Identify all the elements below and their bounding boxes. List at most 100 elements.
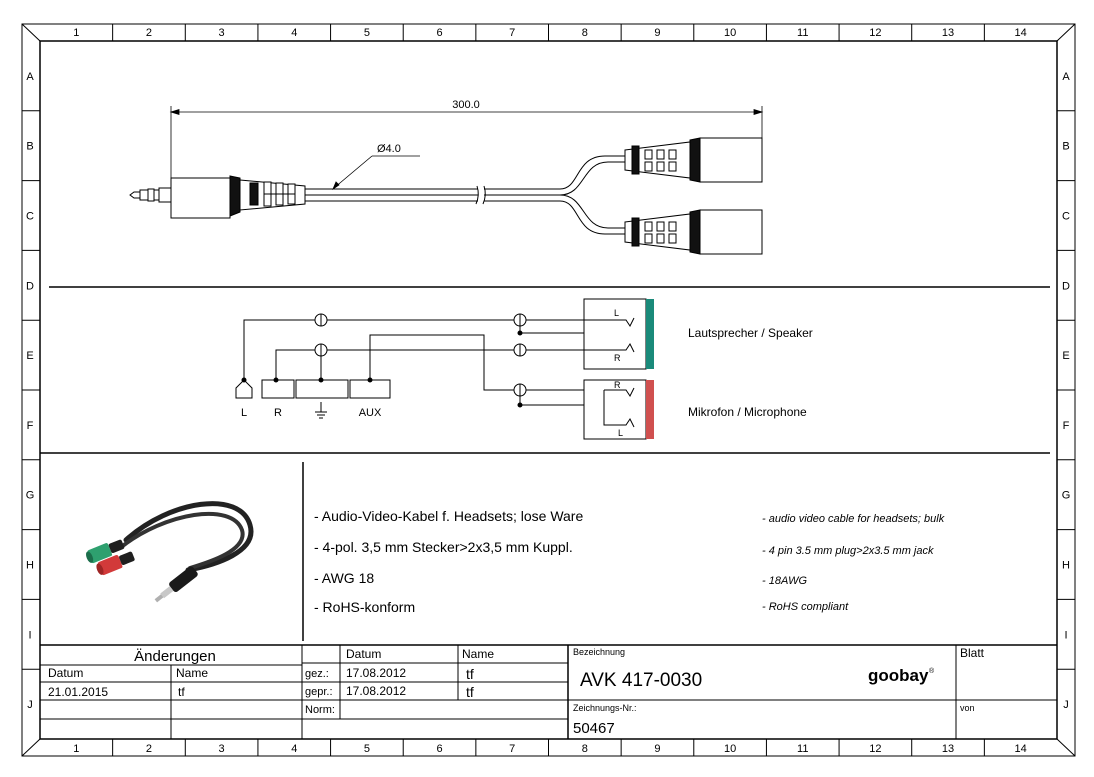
column-zone-label: 3 <box>219 743 225 755</box>
jack-socket-lower <box>624 209 763 255</box>
brand-logo: goobay <box>868 666 929 685</box>
pin-label-aux: AUX <box>359 407 382 419</box>
description-en-line: - 18AWG <box>762 575 807 587</box>
gepr-name: tf <box>466 684 474 700</box>
zeichnungsnr-label: Zeichnungs-Nr.: <box>573 703 637 713</box>
change-datum-header: Datum <box>48 666 83 680</box>
plug-sleeve-aux <box>349 379 391 399</box>
cable-drawing: 300.0 Ø4.0 <box>129 99 764 255</box>
title-block-text: Änderungen Datum Name 21.01.2015 tf Datu… <box>48 646 985 737</box>
description-en-line: - RoHS compliant <box>762 601 849 613</box>
description-de-line: - RoHS-konform <box>314 599 415 615</box>
row-zone-label: H <box>1062 560 1070 572</box>
column-zone-label: 13 <box>942 743 954 755</box>
description-en: - audio video cable for headsets; bulk -… <box>762 513 945 613</box>
column-zone-label: 1 <box>73 743 79 755</box>
product-photo <box>86 501 254 603</box>
microphone-label: Mikrofon / Microphone <box>688 405 807 419</box>
bezeichnung-label: Bezeichnung <box>573 647 625 657</box>
description-de: - Audio-Video-Kabel f. Headsets; lose Wa… <box>314 508 583 615</box>
row-zone-label: A <box>1062 71 1070 83</box>
column-zone-label: 11 <box>797 27 808 39</box>
description-de-line: - Audio-Video-Kabel f. Headsets; lose Wa… <box>314 508 583 524</box>
row-zone-label: E <box>1062 350 1069 362</box>
length-dimension-label: 300.0 <box>452 99 480 111</box>
zeichnungsnr-value: 50467 <box>573 720 615 737</box>
change-name-value: tf <box>178 685 185 699</box>
microphone-color-bar <box>646 380 654 439</box>
gez-name: tf <box>466 666 474 682</box>
gez-label: gez.: <box>305 668 329 680</box>
row-zone-label: F <box>27 420 34 432</box>
plug-ring-r <box>261 379 295 399</box>
bezeichnung-value: AVK 417-0030 <box>580 670 702 691</box>
column-zone-label: 6 <box>436 743 442 755</box>
row-zone-label: C <box>1062 211 1070 223</box>
row-zone-label: D <box>26 280 34 292</box>
column-zone-label: 3 <box>219 27 225 39</box>
plug-tip-symbol <box>235 379 253 399</box>
column-zone-label: 7 <box>509 27 515 39</box>
blatt-label: Blatt <box>960 646 985 660</box>
column-zone-label: 13 <box>942 27 954 39</box>
column-zone-label: 10 <box>724 743 736 755</box>
microphone-contact-top-label: R <box>614 380 621 390</box>
column-zone-label: 2 <box>146 27 152 39</box>
jack-plug <box>129 175 306 219</box>
diameter-leader <box>332 155 420 191</box>
column-zone-label: 2 <box>146 743 152 755</box>
row-zone-label: F <box>1063 420 1070 432</box>
row-zone-label: A <box>26 71 34 83</box>
column-zone-label: 11 <box>797 743 808 755</box>
column-zone-label: 12 <box>869 743 881 755</box>
column-zone-label: 9 <box>654 743 660 755</box>
column-zone-label: 6 <box>436 27 442 39</box>
pin-label-l: L <box>241 407 247 419</box>
changes-title: Änderungen <box>134 648 216 665</box>
row-zone-label: G <box>1062 490 1071 502</box>
row-zone-label: B <box>26 141 33 153</box>
gepr-date: 17.08.2012 <box>346 684 406 698</box>
gez-date: 17.08.2012 <box>346 666 406 680</box>
zone-ticks <box>22 24 1075 756</box>
row-zone-label: I <box>28 629 31 641</box>
row-zone-label: J <box>1063 699 1069 711</box>
row-zone-label: J <box>27 699 33 711</box>
column-zone-label: 10 <box>724 27 736 39</box>
column-zone-label: 14 <box>1015 743 1027 755</box>
row-zone-label: E <box>26 350 33 362</box>
column-zone-label: 8 <box>582 743 588 755</box>
change-name-header: Name <box>176 666 208 680</box>
speaker-contact-top-label: L <box>614 308 619 318</box>
datum-header: Datum <box>346 647 381 661</box>
column-zone-label: 12 <box>869 27 881 39</box>
row-zone-label: G <box>26 490 35 502</box>
description-en-line: - audio video cable for headsets; bulk <box>762 513 945 525</box>
length-dimension <box>169 106 764 178</box>
speaker-contact-bottom-label: R <box>614 353 621 363</box>
norm-label: Norm: <box>305 704 335 716</box>
row-zone-label: B <box>1062 141 1069 153</box>
gepr-label: gepr.: <box>305 686 333 698</box>
description-en-line: - 4 pin 3.5 mm plug>2x3.5 mm jack <box>762 545 934 557</box>
column-zone-label: 14 <box>1015 27 1027 39</box>
row-zone-label: H <box>26 560 34 572</box>
column-zone-label: 8 <box>582 27 588 39</box>
brand-logo-mark: ® <box>929 667 935 675</box>
jack-socket-upper <box>624 137 763 183</box>
plug-ring-ground <box>295 379 349 399</box>
column-zone-label: 5 <box>364 27 370 39</box>
speaker-color-bar <box>646 299 654 369</box>
von-label: von <box>960 703 975 713</box>
column-zone-label: 9 <box>654 27 660 39</box>
description-de-line: - 4-pol. 3,5 mm Stecker>2x3,5 mm Kuppl. <box>314 539 573 555</box>
wiring-schematic <box>235 298 647 440</box>
change-date-value: 21.01.2015 <box>48 685 108 699</box>
description-de-line: - AWG 18 <box>314 570 374 586</box>
name-header: Name <box>462 647 494 661</box>
title-block <box>40 644 1057 739</box>
cable <box>305 155 625 235</box>
microphone-contact-bottom-label: L <box>618 428 623 438</box>
